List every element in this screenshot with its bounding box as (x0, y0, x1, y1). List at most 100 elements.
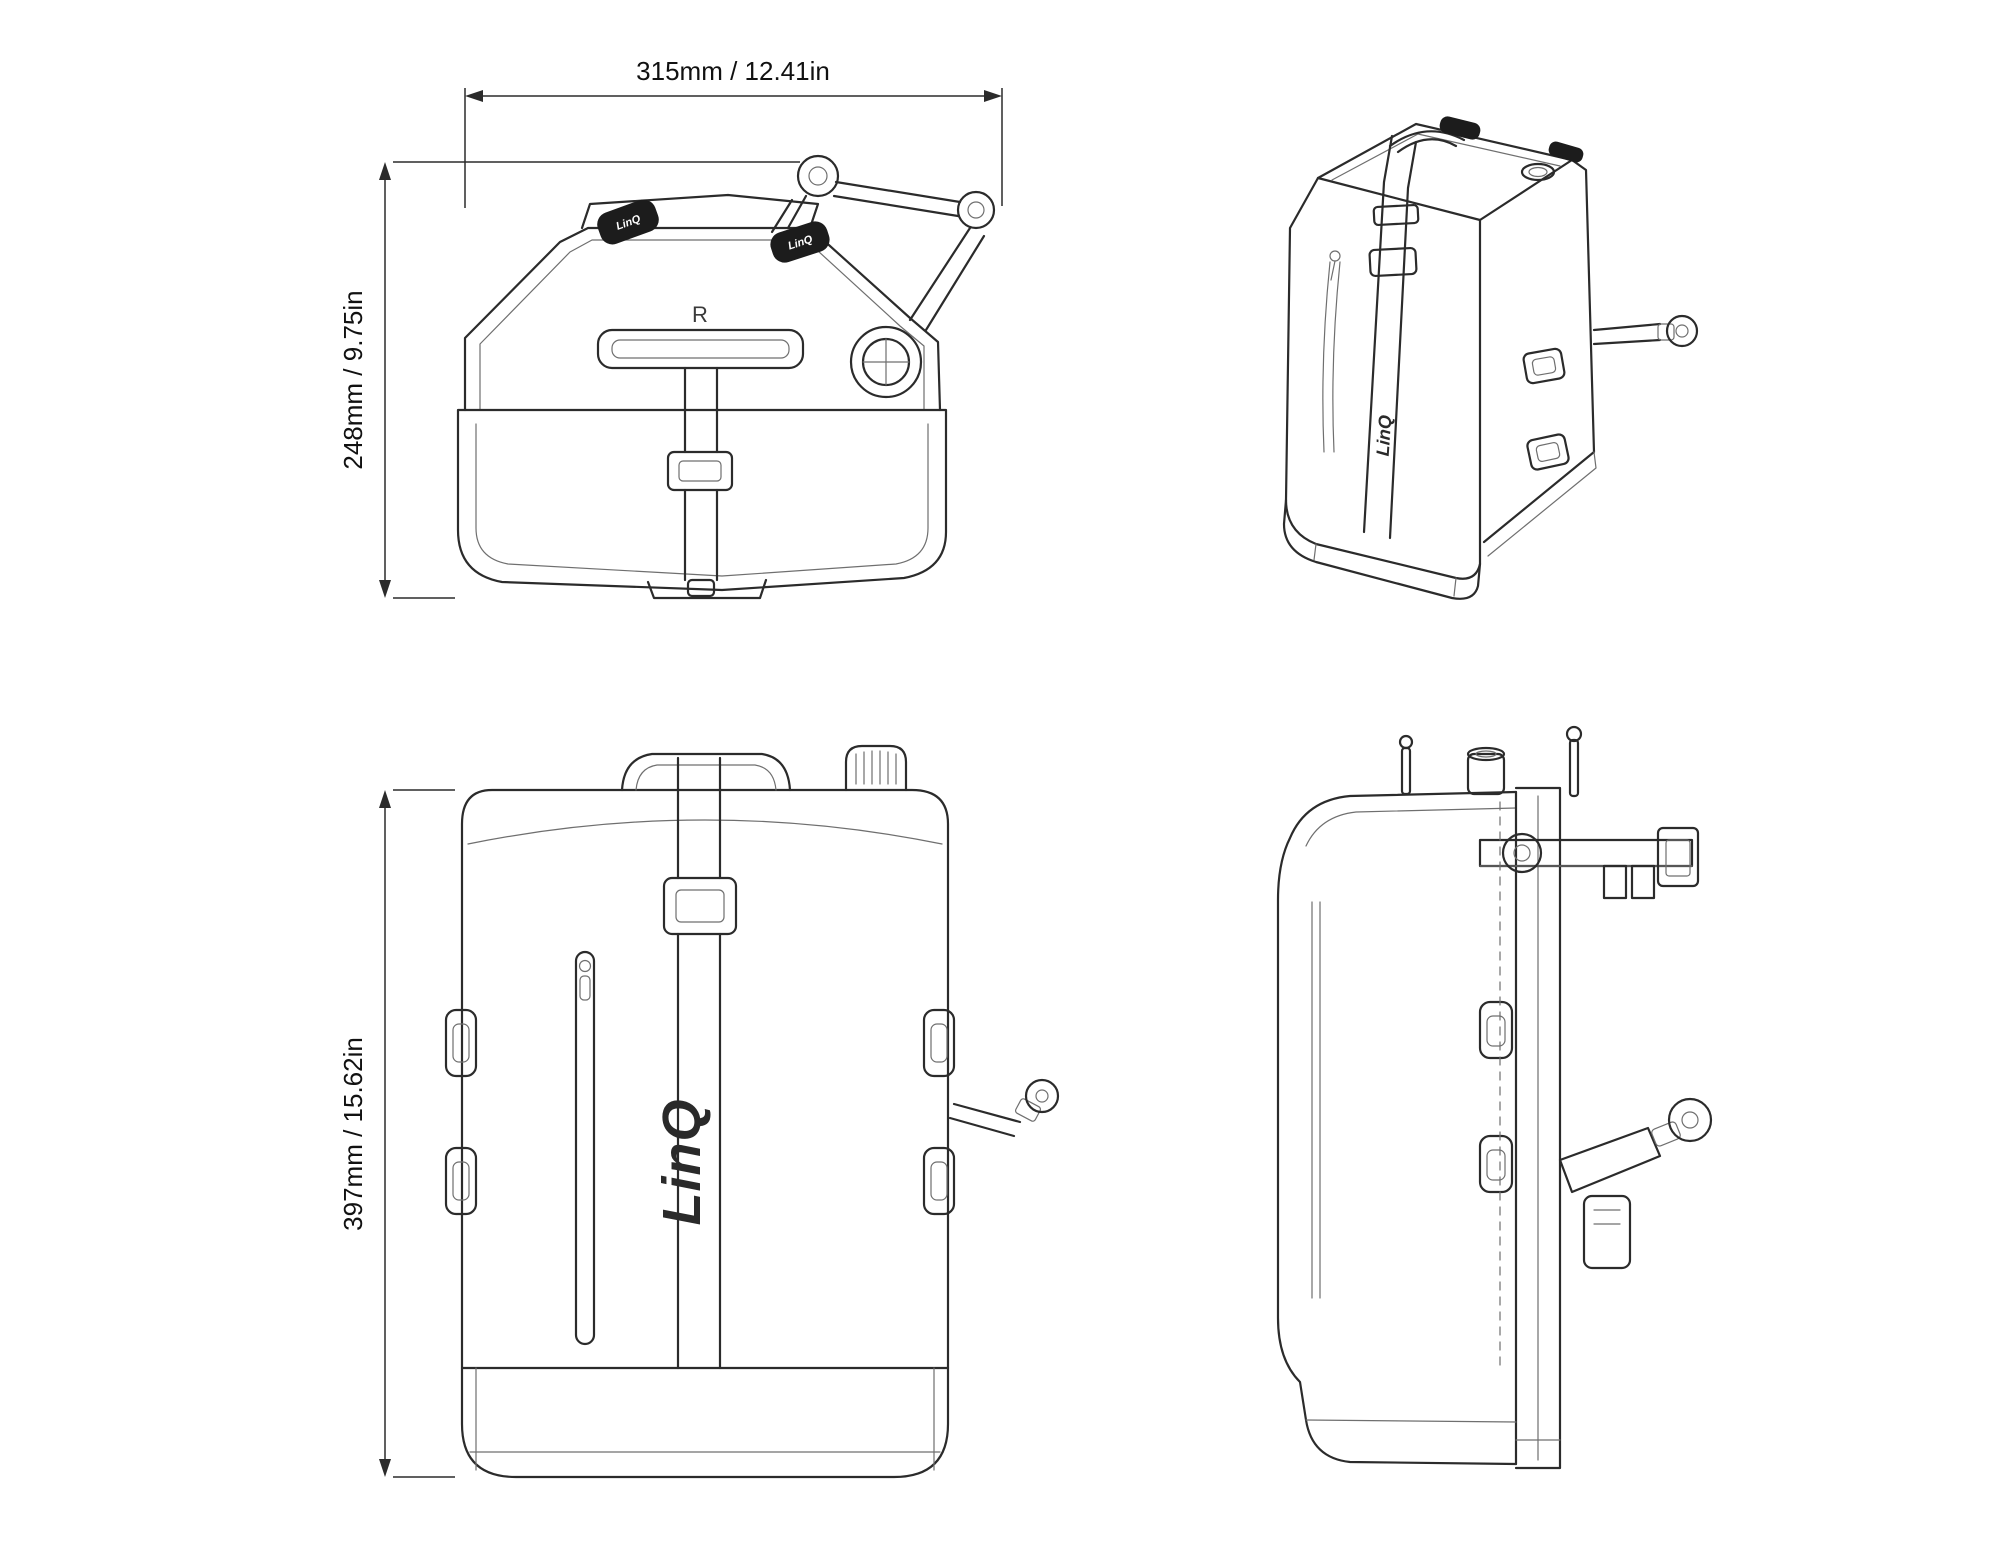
iso-latch-front-body (1439, 116, 1481, 140)
clip-right-upper (922, 1008, 956, 1078)
iso-zipper (1322, 250, 1341, 453)
front-zipper-pull (578, 959, 592, 973)
top-view-upper-inner-line (479, 239, 925, 411)
ball-joint-top-inner (808, 166, 828, 186)
iso-mount-arm (1592, 314, 1699, 348)
side-clip-lower-slot (1486, 1149, 1506, 1181)
strap-clip-right: LinQ (770, 221, 830, 263)
clip-left-upper (444, 1008, 478, 1078)
iso-top-face (1316, 122, 1574, 222)
side-ball-stud-inner (1681, 1111, 1699, 1129)
strap-clip-left: LinQ (597, 199, 659, 245)
isometric-view: LinQ (1282, 116, 1699, 600)
iso-base-band (1282, 498, 1482, 600)
side-lower-arm-bar (1558, 1126, 1662, 1194)
iso-strap-ladderlock (1372, 203, 1420, 227)
side-cap-top-inner (1475, 750, 1497, 758)
iso-zipper-pull-tab (1330, 260, 1336, 281)
ball-joint-top (796, 154, 840, 198)
iso-fuel-cap-inner (1528, 166, 1548, 178)
front-view: LinQ (444, 744, 1060, 1479)
side-lower-arm (1558, 1097, 1713, 1270)
side-top-arm-tooth-2 (1630, 864, 1656, 900)
iso-strap-buckle (1368, 246, 1418, 278)
arrowhead-right (984, 90, 1002, 102)
side-top-arm (1478, 826, 1700, 900)
lower-body-outline (456, 408, 948, 592)
front-outline (460, 788, 950, 1479)
dimension-height-label: 397mm / 15.62in (338, 1037, 368, 1231)
iso-strap-logo: LinQ (1373, 414, 1396, 456)
dimension-depth: 248mm / 9.75in (338, 161, 800, 599)
strap-clip-left-body (597, 199, 659, 245)
iso-loop-upper-body (1522, 347, 1566, 385)
front-handle (620, 752, 792, 792)
side-top-fittings (1398, 725, 1583, 798)
side-pump-rod-ball (1565, 725, 1583, 743)
front-handle-outline (620, 752, 792, 792)
iso-strap-ladderlock-body (1372, 203, 1420, 227)
iso-arm-bar (1592, 322, 1662, 346)
side-vent-rod-ball (1398, 734, 1414, 750)
side-top-arm-knob-inner (1513, 844, 1531, 862)
side-clip-lower (1478, 1134, 1514, 1194)
front-handle-inner (635, 764, 777, 791)
iso-loop-lower (1526, 433, 1570, 471)
iso-loop-lower-body (1526, 433, 1570, 471)
side-top-arm-tooth-1 (1602, 864, 1628, 900)
strap-end-tab (686, 578, 716, 598)
iso-loop-upper (1522, 347, 1566, 385)
iso-ball-stud (1665, 314, 1699, 348)
top-view-upper-outline (463, 226, 942, 412)
front-ball-stud-inner (1035, 1089, 1049, 1103)
iso-base-edges (1313, 451, 1597, 597)
iso-loop-upper-slot (1531, 356, 1557, 376)
side-top-arm-bar (1478, 838, 1694, 868)
iso-zipper-track (1322, 261, 1341, 453)
fuel-cap-outer (849, 325, 923, 399)
arrowhead-top (379, 790, 391, 808)
front-strap (662, 756, 738, 1370)
side-body-inner (1305, 807, 1517, 847)
front-cap-ridges (855, 750, 897, 785)
arrowhead-bottom (379, 580, 391, 598)
front-zipper-pull-tab (579, 975, 591, 1001)
strap-buckle-inner (678, 460, 722, 482)
side-clips (1478, 1000, 1514, 1194)
iso-top-face-inner (1331, 133, 1561, 181)
fuel-cap (849, 325, 923, 399)
clip-left-lower (444, 1146, 478, 1216)
front-top-arc (467, 819, 943, 845)
cross-arm (832, 180, 962, 218)
handle-inner (611, 339, 790, 359)
strap-clip-right-body (770, 221, 830, 263)
front-zipper (574, 950, 596, 1346)
dimension-depth-label: 248mm / 9.75in (338, 290, 368, 469)
side-top-arm-clamp-inner (1665, 839, 1691, 877)
side-vent-rod (1400, 746, 1412, 796)
side-top-arm-clamp (1656, 826, 1700, 888)
iso-loop-lower-slot (1535, 442, 1561, 462)
side-cap-body (1466, 752, 1506, 796)
top-view: LinQ LinQ R (456, 154, 996, 600)
side-body-outline (1276, 790, 1518, 1466)
iso-strap: LinQ (1362, 134, 1420, 540)
orientation-marking: R (692, 302, 708, 327)
side-mount-foot-detail (1593, 1209, 1621, 1225)
side-clip-upper-slot (1486, 1015, 1506, 1047)
iso-arm-neck (1657, 323, 1675, 341)
lower-arm-link (908, 226, 986, 332)
dimension-width: 315mm / 12.41in (464, 56, 1003, 208)
side-view (1276, 725, 1713, 1470)
arrowhead-top (379, 162, 391, 180)
iso-latch-front (1439, 116, 1481, 140)
dimension-height: 397mm / 15.62in (338, 789, 455, 1478)
lower-body-inner-line (475, 423, 929, 577)
side-top-arm-knob (1501, 832, 1543, 874)
clip-right-upper-slot (930, 1023, 948, 1063)
side-back-plate (1514, 786, 1562, 1470)
iso-side-panel (1482, 158, 1596, 544)
clip-left-lower-slot (452, 1161, 470, 1201)
bottom-tab (646, 578, 768, 600)
front-fuel-cap (844, 744, 908, 792)
